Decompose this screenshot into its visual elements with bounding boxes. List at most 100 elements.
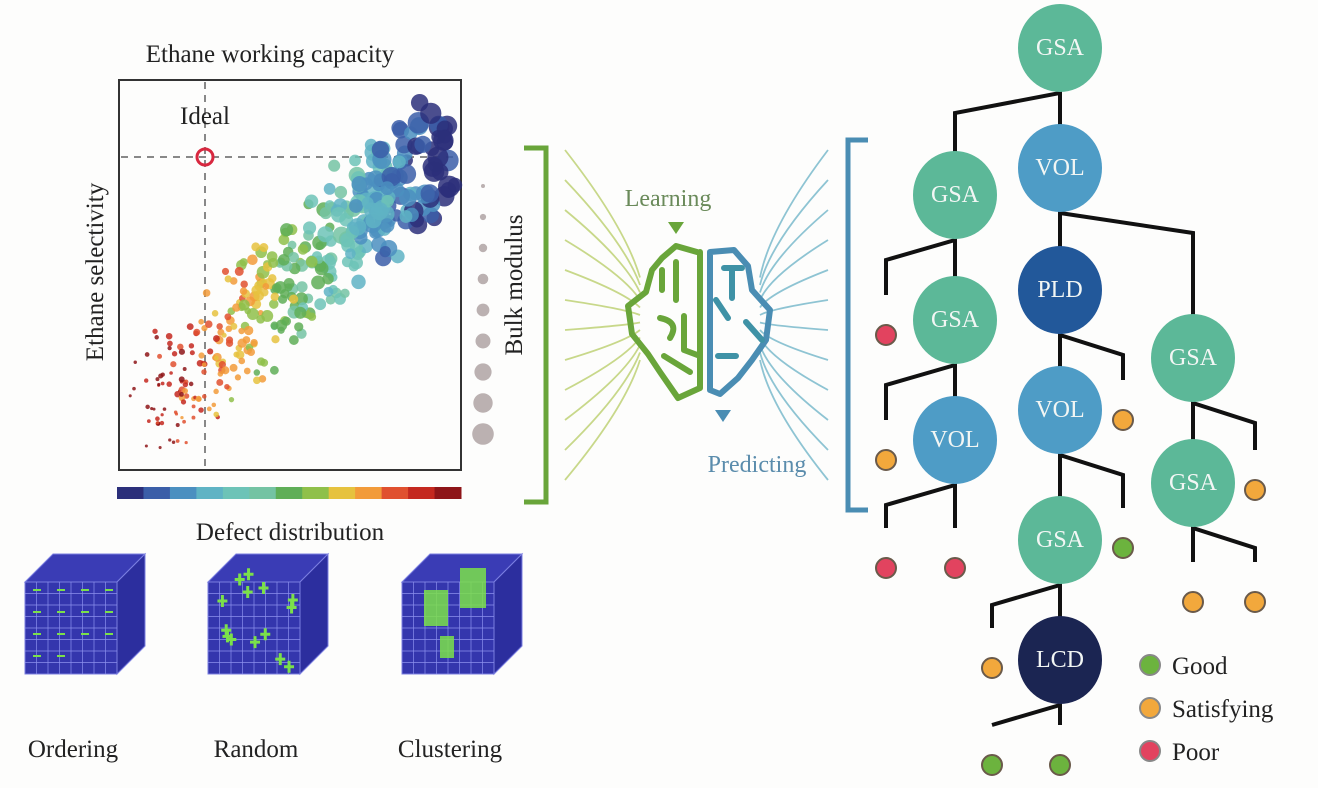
scatter-point <box>144 378 149 383</box>
flow-line-out <box>759 321 829 331</box>
scatter-point <box>217 371 224 377</box>
size-legend-dot <box>478 243 488 253</box>
leaf-poor <box>944 557 966 579</box>
scatter-point <box>207 348 214 355</box>
flow-line-out <box>759 149 829 278</box>
scatter-point <box>289 294 299 304</box>
scatter-point <box>246 308 259 321</box>
size-legend <box>472 184 494 445</box>
scatter-point <box>284 283 293 292</box>
scatter-point <box>162 407 167 411</box>
scatter-point <box>351 176 368 193</box>
flow-line-in <box>564 336 641 391</box>
tree-node-label: VOL <box>1035 155 1084 181</box>
flow-line-out <box>759 299 829 316</box>
scatter-point <box>237 338 247 348</box>
leaf-poor <box>875 324 897 346</box>
scatter-point <box>196 396 202 402</box>
scatter-point <box>132 386 136 391</box>
scatter-point <box>305 255 318 268</box>
scatter-point <box>191 415 196 420</box>
scatter-point <box>396 164 417 184</box>
scatter-point <box>157 353 163 359</box>
scatter-point <box>133 360 137 364</box>
scatter-point <box>152 328 158 334</box>
scatter-point <box>179 392 184 397</box>
scatter-point <box>145 404 150 410</box>
ideal-marker <box>195 147 215 167</box>
scatter-point <box>349 154 361 167</box>
scatter-point <box>232 303 241 312</box>
tree-node-label: GSA <box>1169 470 1218 496</box>
scatter-point <box>205 320 213 328</box>
scatter-point <box>202 289 211 297</box>
scatter-point <box>182 419 186 424</box>
cube-label: Clustering <box>398 736 503 763</box>
scatter-point <box>213 411 219 418</box>
cube-random <box>206 552 330 676</box>
scatter-point <box>351 274 366 290</box>
leaf-satisfying <box>1112 409 1134 431</box>
scatter-point <box>175 423 180 428</box>
tree-node-gsa: GSA <box>1151 439 1235 527</box>
scatter-point <box>423 161 445 182</box>
scatter-point <box>170 361 177 368</box>
cube-ordering <box>23 552 147 676</box>
scatter-point <box>157 382 161 387</box>
learning-arrow-icon <box>668 222 684 234</box>
scatter-point <box>169 371 173 375</box>
tree-edge <box>991 700 1062 727</box>
legend-swatch-good <box>1139 654 1161 676</box>
cube-label: Random <box>214 736 299 763</box>
tree-node-label: LCD <box>1036 647 1084 673</box>
flow-line-out <box>759 239 829 301</box>
scatter-point <box>348 218 367 236</box>
scatter-title: Ethane working capacity <box>146 41 395 68</box>
plot-frame <box>118 79 462 471</box>
scatter-point <box>447 177 463 193</box>
scatter-point <box>225 339 234 347</box>
tree-node-label: GSA <box>931 182 980 208</box>
scatter-point <box>150 407 154 411</box>
tree-node-label: PLD <box>1037 277 1082 303</box>
scatter-point <box>268 257 279 269</box>
scatter-point <box>178 376 185 383</box>
scatter-point <box>177 343 184 351</box>
size-legend-dot <box>476 303 490 317</box>
colorbar-segment <box>117 487 144 499</box>
y-axis-label: Ethane selectivity <box>82 182 109 361</box>
size-legend-dot <box>474 363 492 381</box>
tree-node-label: GSA <box>931 307 980 333</box>
scatter-point <box>247 254 258 266</box>
flow-line-in <box>564 299 641 316</box>
scatter-point <box>229 363 238 372</box>
scatter-point <box>433 130 454 151</box>
leaf-good <box>1112 537 1134 559</box>
tree-node-label: GSA <box>1169 345 1218 371</box>
colorbar-segment <box>143 487 171 499</box>
scatter-point <box>243 367 251 375</box>
colorbar <box>117 487 462 499</box>
scatter-point <box>182 388 189 394</box>
scatter-point <box>198 407 204 413</box>
leaf-satisfying <box>1182 591 1204 613</box>
scatter-point <box>182 367 187 371</box>
tree-node-label: VOL <box>1035 397 1084 423</box>
scatter-point <box>323 286 334 297</box>
scatter-point <box>154 335 159 340</box>
scatter-point <box>297 244 309 255</box>
scatter-point <box>271 335 280 344</box>
flow-line-in <box>564 329 641 361</box>
leaf-satisfying <box>1244 591 1266 613</box>
tree-node-gsa: GSA <box>1151 314 1235 402</box>
scatter-point <box>269 365 279 375</box>
scatter-point <box>171 351 178 357</box>
flow-line-in <box>564 149 641 278</box>
size-legend-dot <box>475 333 491 349</box>
scatter-point <box>334 185 348 199</box>
scatter-point <box>345 248 356 260</box>
scatter-point <box>168 438 172 442</box>
scatter-point <box>198 352 205 359</box>
